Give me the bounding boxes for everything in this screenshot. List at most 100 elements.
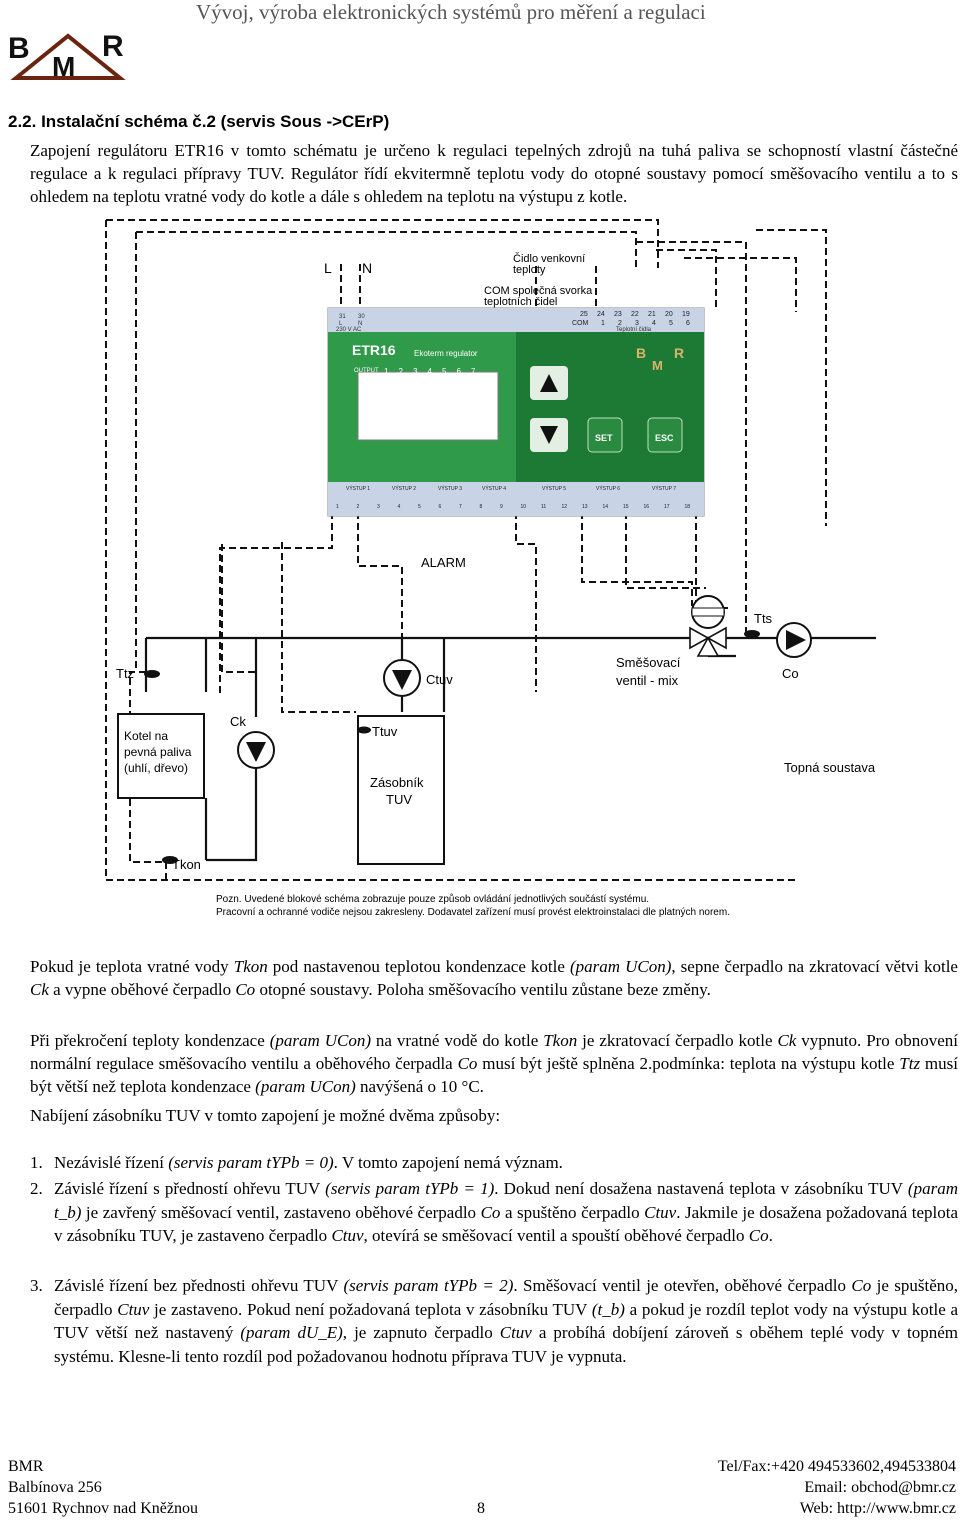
output-number-6: 6 <box>457 367 462 376</box>
boiler-box <box>117 713 205 799</box>
output-terminal-7: 7 <box>459 504 462 510</box>
mixing-valve-shaft <box>691 607 725 617</box>
output-terminal-16: 16 <box>644 504 650 510</box>
mixing-valve-right <box>706 626 727 650</box>
list-item-3: Závislé řízení bez přednosti ohřevu TUV … <box>54 1276 958 1366</box>
tank-box <box>357 715 445 865</box>
power-term-30: 30 <box>358 314 365 320</box>
tts-sensor <box>744 630 760 638</box>
wire-ck <box>221 544 256 673</box>
wire-outer-left <box>105 220 796 881</box>
wire-right2 <box>656 249 717 308</box>
label-com-2: teplotních čidel <box>484 296 557 308</box>
down-arrow-icon <box>540 426 558 444</box>
note-line-2: Pracovní a ochranné vodiče nejsou zakres… <box>216 907 730 918</box>
ctuv-pump-arrow-icon <box>392 670 412 690</box>
paragraph-3: Nabíjení zásobníku TUV v tomto zapojení … <box>30 1106 501 1125</box>
label-co: Co <box>782 666 799 681</box>
device-screen <box>357 371 499 441</box>
wire-outer-top <box>106 219 659 268</box>
sensor-term-label-4: 4 <box>652 320 656 327</box>
logo-triangle <box>10 33 126 80</box>
footer-web[interactable]: Web: http://www.bmr.cz <box>799 1500 956 1517</box>
output-number-1: 1 <box>384 367 389 376</box>
footer-email[interactable]: Email: obchod@bmr.cz <box>804 1479 956 1496</box>
device-logo-r: R <box>674 345 684 361</box>
device-subtitle: Ekoterm regulator <box>414 349 478 358</box>
device-panel-right <box>516 332 704 482</box>
output-terminal-18: 18 <box>685 504 691 510</box>
label-boiler-2: pevná paliva <box>124 745 192 759</box>
section-title: 2.2. Instalační schéma č.2 (servis Sous … <box>8 112 390 131</box>
sensor-term-22: 22 <box>631 311 639 318</box>
note-line-1: Pozn. Uvedené blokové schéma zobrazuje p… <box>216 893 649 905</box>
wire-right1 <box>636 241 747 308</box>
label-tank-1: Zásobník <box>370 775 424 790</box>
output-label: OUTPUT <box>354 368 379 374</box>
label-tkon: Tkon <box>172 857 201 872</box>
wire-right4 <box>684 257 797 312</box>
mixing-valve-left <box>689 626 710 650</box>
sensor-term-24: 24 <box>597 311 605 318</box>
logo-letter-b: B <box>8 32 30 65</box>
label-tts: Tts <box>754 611 773 626</box>
power-L: L <box>339 321 343 327</box>
output-block-3: VÝSTUP 3 <box>438 485 462 492</box>
power-voltage: 230 V AC <box>336 327 362 333</box>
output-terminal-17: 17 <box>664 504 670 510</box>
wire-ctuv <box>357 512 403 666</box>
mixing-valve-bottom <box>696 636 720 657</box>
output-terminal-14: 14 <box>603 504 609 510</box>
label-boiler-1: Kotel na <box>124 729 168 743</box>
wire-second <box>136 231 637 268</box>
intro-paragraph: Zapojení regulátoru ETR16 v tomto schéma… <box>30 141 958 206</box>
output-terminal-6: 6 <box>439 504 442 510</box>
label-mixer-1: Směšovací <box>616 655 681 670</box>
device-top-strip <box>328 308 704 332</box>
wire-alarm <box>515 512 537 692</box>
list-item-1: Nezávislé řízení (servis param tYPb = 0)… <box>54 1153 563 1172</box>
set-label: SET <box>595 433 613 443</box>
footer-company: BMR <box>8 1458 44 1475</box>
power-N: N <box>358 321 362 327</box>
output-block-2: VÝSTUP 2 <box>392 485 416 492</box>
output-block-7: VÝSTUP 7 <box>652 485 676 492</box>
output-number-4: 4 <box>428 367 433 376</box>
paragraph-2: Při překročení teploty kondenzace (param… <box>30 1031 959 1096</box>
wire-ttuv <box>281 542 356 713</box>
sensor-term-label-5: 5 <box>669 320 673 327</box>
list-number-3: 3. <box>30 1276 43 1295</box>
ttuv-sensor <box>357 726 371 734</box>
sensor-term-21: 21 <box>648 311 656 318</box>
output-number-2: 2 <box>399 367 404 376</box>
bmr-logo: B M R <box>8 30 126 82</box>
label-heating: Topná soustava <box>784 760 876 775</box>
wire-right3 <box>756 229 827 526</box>
output-block-1: VÝSTUP 1 <box>346 485 370 492</box>
output-terminal-1: 1 <box>336 504 339 510</box>
esc-button <box>647 417 683 453</box>
output-terminal-11: 11 <box>541 504 546 510</box>
output-terminal-5: 5 <box>418 504 421 510</box>
wire-pump-co <box>695 512 732 609</box>
device-logo-b: B <box>636 345 646 361</box>
output-block-6: VÝSTUP 6 <box>596 485 620 492</box>
ck-pump-arrow-icon <box>246 742 266 762</box>
wire-mix-motor <box>581 512 693 606</box>
device-logo-m: M <box>652 358 663 373</box>
set-button <box>587 417 623 453</box>
output-terminal-4: 4 <box>398 504 401 510</box>
sensor-term-25: 25 <box>580 311 588 318</box>
output-number-3: 3 <box>413 367 418 376</box>
label-mixer-2: ventil - mix <box>616 673 679 688</box>
sensor-term-label-3: 3 <box>635 320 639 327</box>
label-alarm: ALARM <box>421 555 466 570</box>
label-sensor-outdoor-1: Čidlo venkovní <box>513 252 585 265</box>
output-number-7: 7 <box>471 367 476 376</box>
up-arrow-icon <box>540 374 558 392</box>
page-number: 8 <box>477 1500 485 1517</box>
sensor-term-label-6: 6 <box>686 320 690 327</box>
esc-label: ESC <box>655 433 674 443</box>
label-ttz: Ttz <box>116 666 134 681</box>
